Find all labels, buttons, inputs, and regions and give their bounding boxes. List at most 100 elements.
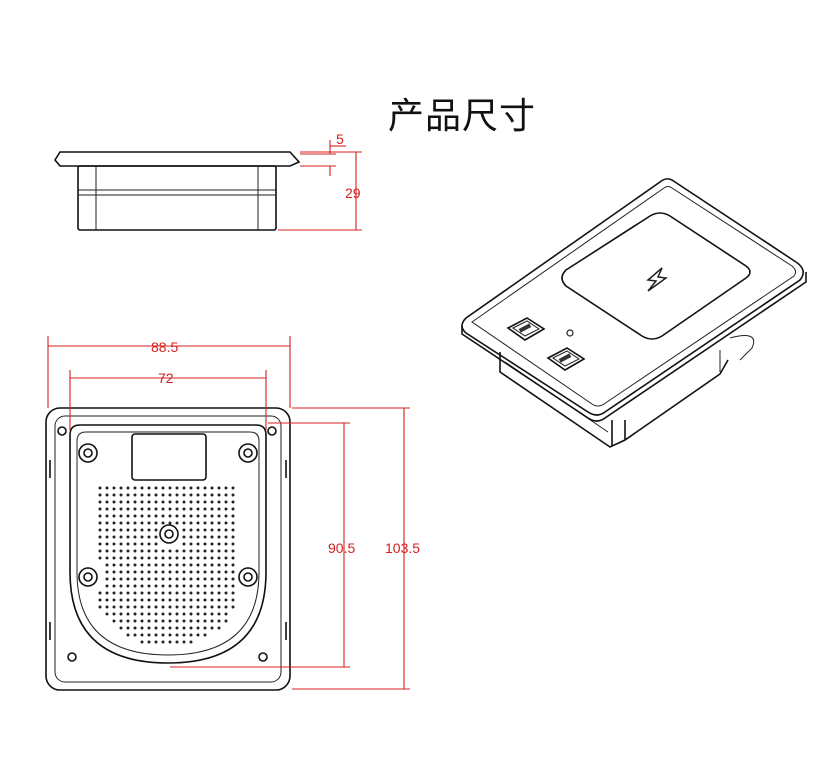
vent-hole [133,619,137,623]
vent-hole [196,556,200,560]
vent-hole [154,521,158,525]
vent-hole [217,598,221,602]
vent-hole [175,633,179,637]
side-view-body [77,165,277,231]
vent-hole [105,493,109,497]
vent-hole [126,500,130,504]
vent-hole [105,486,109,490]
vent-hole [133,563,137,567]
vent-hole [224,619,228,623]
vent-hole [217,556,221,560]
vent-hole [196,577,200,581]
vent-hole [196,521,200,525]
dim-height: 29 [345,185,361,201]
vent-hole [140,556,144,560]
vent-hole [105,563,109,567]
vent-hole [168,612,172,616]
vent-hole [182,570,186,574]
vent-hole [231,556,235,560]
vent-hole [154,577,158,581]
vent-hole [182,486,186,490]
vent-hole [154,633,158,637]
vent-hole [119,486,123,490]
vent-hole [140,521,144,525]
vent-hole [182,640,186,644]
vent-hole [196,542,200,546]
vent-hole [168,486,172,490]
vent-hole [189,507,193,511]
vent-hole [133,528,137,532]
vent-hole [161,612,165,616]
vent-hole [133,500,137,504]
vent-hole [105,612,109,616]
vent-hole [126,598,130,602]
vent-hole [175,570,179,574]
vent-hole [182,584,186,588]
vent-hole [154,493,158,497]
vent-hole [217,507,221,511]
vent-hole [189,633,193,637]
vent-hole [203,584,207,588]
vent-hole [182,500,186,504]
vent-hole [140,507,144,511]
vent-hole [210,507,214,511]
vent-hole [182,514,186,518]
vent-hole [126,528,130,532]
vent-hole [126,514,130,518]
dim-flange-thickness: 5 [336,131,344,147]
vent-hole [175,556,179,560]
vent-hole [231,605,235,609]
vent-hole [168,563,172,567]
vent-hole [154,549,158,553]
vent-hole [147,507,151,511]
vent-hole [224,549,228,553]
vent-hole [175,626,179,630]
vent-hole [189,640,193,644]
vent-hole [203,626,207,630]
vent-hole [147,535,151,539]
vent-hole [98,605,102,609]
vent-hole [154,640,158,644]
vent-hole [210,528,214,532]
vent-hole [210,542,214,546]
vent-hole [98,486,102,490]
vent-hole [119,542,123,546]
vent-hole [175,514,179,518]
vent-hole [126,591,130,595]
vent-hole [161,584,165,588]
vent-hole [112,528,116,532]
vent-hole [161,521,165,525]
vent-hole [140,542,144,546]
vent-hole [140,514,144,518]
vent-hole [112,493,116,497]
vent-hole [119,584,123,588]
vent-hole [126,535,130,539]
indicator-led [566,329,574,337]
vent-hole [161,493,165,497]
vent-hole [189,556,193,560]
vent-hole [182,556,186,560]
vent-hole [182,549,186,553]
vent-hole [189,486,193,490]
vent-hole [105,577,109,581]
vent-hole [224,584,228,588]
vent-hole [203,493,207,497]
vent-hole [119,500,123,504]
vent-hole [175,612,179,616]
vent-hole [140,570,144,574]
vent-hole [154,591,158,595]
vent-hole [196,591,200,595]
vent-hole [126,521,130,525]
vent-hole [98,500,102,504]
vent-hole [147,521,151,525]
vent-hole [182,612,186,616]
vent-hole [133,549,137,553]
vent-hole [196,570,200,574]
vent-hole [147,640,151,644]
vent-hole [168,584,172,588]
vent-hole [154,507,158,511]
top-plate [461,178,804,416]
vent-hole [105,556,109,560]
dim-outer-length: 103.5 [385,540,420,556]
vent-hole [168,605,172,609]
